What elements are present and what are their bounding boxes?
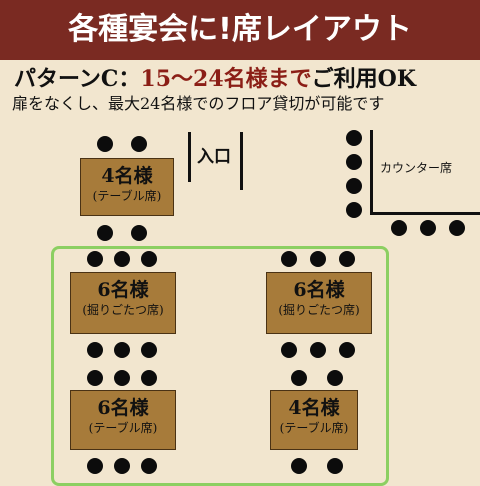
chair bbox=[281, 342, 297, 358]
chair bbox=[97, 136, 113, 152]
chair bbox=[310, 342, 326, 358]
entrance-label: 入口 bbox=[197, 147, 231, 167]
table-3: 6名様 (掘りごたつ席) bbox=[266, 272, 372, 334]
table-3-type: (掘りごたつ席) bbox=[278, 303, 360, 317]
chair bbox=[291, 370, 307, 386]
counter-wall-horizontal bbox=[370, 212, 480, 215]
chair bbox=[87, 370, 103, 386]
pattern-capacity: 15～24名様まで bbox=[140, 66, 312, 92]
chair bbox=[281, 251, 297, 267]
table-2: 6名様 (掘りごたつ席) bbox=[70, 272, 176, 334]
chair bbox=[114, 370, 130, 386]
table-5-type: (テーブル席) bbox=[279, 421, 349, 435]
chair bbox=[131, 136, 147, 152]
chair bbox=[346, 202, 362, 218]
table-1-capacity: 4名様 bbox=[101, 165, 153, 187]
chair bbox=[449, 220, 465, 236]
chair bbox=[420, 220, 436, 236]
entrance-wall-right bbox=[240, 132, 243, 190]
chair bbox=[114, 342, 130, 358]
page-title: 各種宴会に!席レイアウト bbox=[68, 12, 412, 47]
chair bbox=[114, 251, 130, 267]
pattern-prefix: パターンC： bbox=[14, 66, 141, 92]
chair bbox=[131, 225, 147, 241]
chair bbox=[339, 251, 355, 267]
chair bbox=[87, 251, 103, 267]
table-2-type: (掘りごたつ席) bbox=[82, 303, 164, 317]
chair bbox=[346, 178, 362, 194]
chair bbox=[310, 251, 326, 267]
chair bbox=[327, 458, 343, 474]
table-4: 6名様 (テーブル席) bbox=[70, 390, 176, 450]
chair bbox=[346, 154, 362, 170]
table-4-capacity: 6名様 bbox=[97, 397, 149, 419]
chair bbox=[87, 342, 103, 358]
table-5-capacity: 4名様 bbox=[288, 397, 340, 419]
chair bbox=[327, 370, 343, 386]
table-5: 4名様 (テーブル席) bbox=[270, 390, 358, 450]
chair bbox=[97, 225, 113, 241]
chair bbox=[141, 342, 157, 358]
chair bbox=[391, 220, 407, 236]
entrance-wall-left bbox=[188, 132, 191, 182]
pattern-suffix: ご利用OK bbox=[311, 66, 416, 92]
chair bbox=[141, 251, 157, 267]
chair bbox=[346, 130, 362, 146]
header-bar: 各種宴会に!席レイアウト bbox=[0, 0, 480, 60]
chair bbox=[291, 458, 307, 474]
chair bbox=[141, 458, 157, 474]
floor-note: 扉をなくし、最大24名様でのフロア貸切が可能です bbox=[12, 94, 385, 113]
table-4-type: (テーブル席) bbox=[88, 421, 158, 435]
chair bbox=[141, 370, 157, 386]
table-1: 4名様 (テーブル席) bbox=[80, 158, 174, 216]
pattern-line: パターンC：15～24名様までご利用OK bbox=[14, 64, 416, 94]
table-2-capacity: 6名様 bbox=[97, 279, 149, 301]
counter-label: カウンター席 bbox=[380, 161, 453, 175]
chair bbox=[87, 458, 103, 474]
table-3-capacity: 6名様 bbox=[293, 279, 345, 301]
chair bbox=[339, 342, 355, 358]
chair bbox=[114, 458, 130, 474]
counter-wall-vertical bbox=[370, 130, 373, 214]
table-1-type: (テーブル席) bbox=[92, 189, 162, 203]
